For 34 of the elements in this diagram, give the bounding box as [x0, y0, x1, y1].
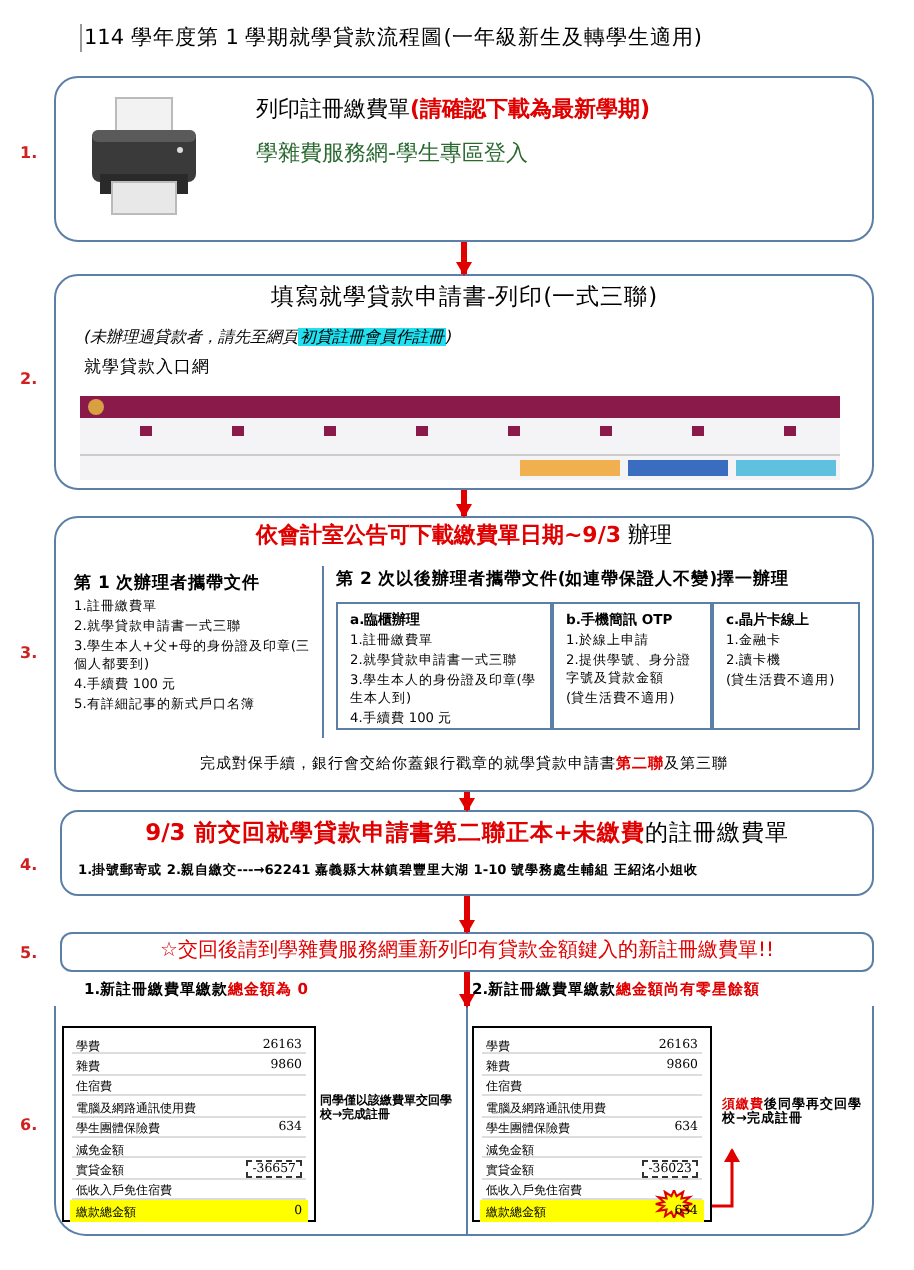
step-box	[712, 602, 860, 730]
container-box	[54, 1006, 874, 1236]
arrow	[712, 1148, 740, 1208]
step-box	[54, 76, 874, 242]
arrow	[456, 242, 472, 276]
link-text: 學雜費服務網-學生專區登入	[256, 142, 528, 168]
arrow	[459, 972, 475, 1008]
step-box	[54, 274, 874, 490]
heading-text: 第 2 次以後辦理者攜帶文件(如連帶保證人不變)擇一辦理	[336, 572, 790, 592]
heading-text: 9/3 前交回就學貸款申請書第二聯正本+未繳費的註冊繳費單	[143, 820, 791, 847]
heading-text: 列印註冊繳費單(請確認下載為最新學期)	[256, 98, 651, 124]
step-box	[60, 932, 874, 972]
heading-text: 依會計室公告可下載繳費單日期~9/3 辦理	[253, 524, 675, 550]
heading-text: 第 1 次辦理者攜帶文件	[74, 572, 262, 596]
step-number: 2.	[20, 370, 38, 388]
link-text: 就學貸款入口網	[84, 360, 210, 380]
step-box	[54, 516, 874, 792]
fee-table	[62, 1026, 316, 1222]
note-text: (未辦理過貸款者，請先至網頁初貸註冊會員作註冊)	[84, 328, 453, 347]
arrow	[456, 490, 472, 518]
step-box	[336, 602, 552, 730]
step-box	[60, 810, 874, 896]
step-box	[552, 602, 712, 730]
arrow	[459, 792, 475, 812]
step-number: 3.	[20, 644, 38, 662]
step-number: 4.	[20, 856, 38, 874]
title: 114 學年度第 1 學期就學貸款流程圖(一年級新生及轉學生適用)	[80, 24, 702, 52]
fee-table	[472, 1026, 712, 1222]
step-number: 1.	[20, 144, 38, 162]
arrow	[459, 896, 475, 934]
step-number: 6.	[20, 1116, 38, 1134]
heading-text: 填寫就學貸款申請書-列印(一式三聯)	[268, 284, 660, 311]
step-number: 5.	[20, 944, 38, 962]
notice-text: ☆交回後請到學雜費服務網重新列印有貸款金額鍵入的新註冊繳費單!!	[158, 940, 776, 963]
